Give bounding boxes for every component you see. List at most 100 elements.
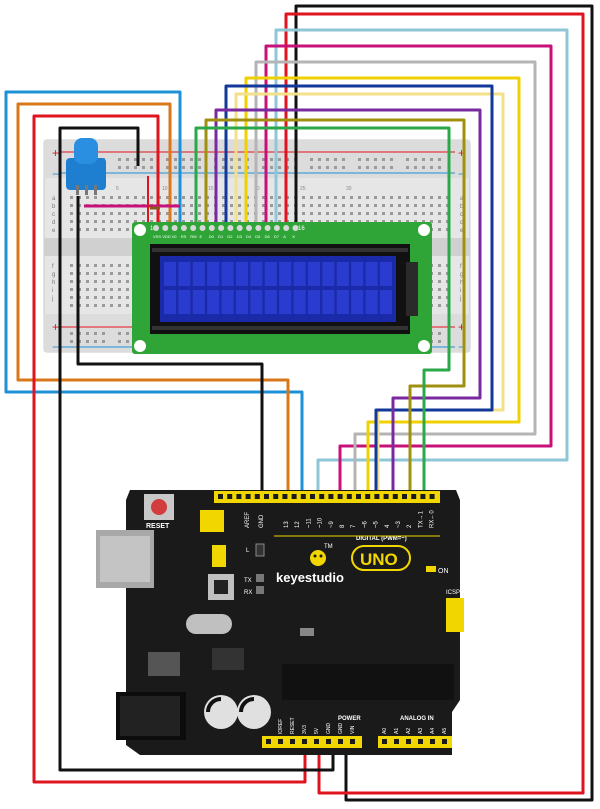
lcd-cell [380, 262, 392, 286]
lcd-pin-label: D4 [246, 234, 252, 239]
digital-pin-label: 8 [340, 524, 346, 528]
header-socket [291, 494, 297, 499]
lcd-pin [264, 225, 271, 231]
power-pin-label: 3V3 [302, 725, 308, 734]
wire-red-left [32, 114, 307, 784]
breadboard-row-label: j [51, 296, 53, 302]
digital-pin-label: 7 [351, 524, 357, 528]
analog-label: ANALOG IN [400, 716, 434, 722]
digital-pin-label: 2 [407, 524, 413, 528]
reset-button[interactable] [144, 494, 174, 520]
rail-plus-label-br: + [458, 320, 465, 334]
breadboard-row-label: a [460, 196, 464, 202]
header-socket [406, 739, 411, 744]
wire-magenta-lcd [264, 44, 553, 496]
microcontroller-chip [282, 664, 454, 700]
header-socket [300, 494, 306, 499]
breadboard-row-label: f [52, 264, 54, 270]
breadboard-row-label: e [460, 228, 464, 234]
breadboard-col-label: 30 [346, 186, 352, 192]
lcd-pin-label: D5 [255, 234, 261, 239]
digital-pin-label: ~6 [362, 520, 368, 528]
lcd-cell [322, 290, 335, 314]
lcd-pin-start-label: 1 [150, 226, 154, 232]
header-socket [218, 494, 223, 499]
rail-plus-label-tr: + [458, 146, 465, 160]
lcd-pin-label: D3 [237, 234, 243, 239]
header-socket [278, 739, 283, 744]
lcd-pin [180, 225, 187, 231]
power-pin-label: RESET [290, 717, 296, 734]
led-rx-label: RX [244, 590, 252, 596]
crystal [186, 614, 232, 634]
header-socket [402, 494, 407, 499]
power-pin-header [262, 736, 362, 748]
lcd-cell [236, 262, 248, 286]
aref-label: AREF [245, 512, 251, 528]
lcd-cell [221, 262, 234, 286]
icsp-label: ICSP [446, 590, 460, 596]
lcd-character-cells [164, 262, 392, 314]
header-socket [392, 494, 398, 499]
header-socket [365, 494, 371, 499]
lcd-pin [246, 225, 252, 231]
lcd-cell [365, 262, 378, 286]
potentiometer[interactable] [66, 138, 106, 195]
uno-tm: TM [324, 544, 333, 550]
breadboard-row-label: h [460, 280, 463, 286]
lcd-mount-hole-br [418, 340, 430, 352]
lcd-cell [178, 290, 191, 314]
lcd-mount-hole-tl [134, 224, 146, 236]
breadboard-row-label: d [460, 220, 463, 226]
header-socket [338, 739, 343, 744]
header-socket [429, 494, 435, 499]
breadboard-row-label: f [460, 264, 462, 270]
header-socket [273, 494, 279, 499]
lcd-pin-label: K [293, 234, 296, 239]
lcd-cell [308, 290, 320, 314]
digital-pin-label: RX←0 [430, 510, 436, 528]
lcd-pin [292, 225, 299, 231]
breadboard-row-label: a [52, 196, 56, 202]
lcd-cell [264, 290, 277, 314]
breadboard-row-label: b [52, 204, 56, 210]
lcd-pin-label: V0 [172, 234, 178, 239]
lcd-pin [199, 225, 206, 231]
digital-pin-label: ~5 [374, 520, 380, 528]
lcd-cell [336, 290, 349, 314]
lcd-pin [162, 225, 169, 231]
lcd-pin [208, 225, 215, 231]
lcd-pin-label: RW [190, 234, 197, 239]
digital-label: DIGITAL (PWM=~) [356, 536, 407, 542]
digital-pin-label: ~3 [396, 520, 402, 528]
header-socket [337, 494, 343, 499]
breadboard-row-label: c [460, 212, 463, 218]
power-pin-label: 5V [314, 727, 320, 734]
wire-green-lcd [194, 126, 451, 496]
lcd-pin-end-label: 16 [298, 226, 305, 232]
header-socket [326, 739, 331, 744]
wire-red-right [284, 12, 585, 795]
lcd-cell [336, 262, 349, 286]
header-socket [254, 494, 260, 499]
header-socket [356, 494, 361, 499]
breadboard-row-label: g [52, 272, 55, 278]
breadboard-col-label: 10 [162, 186, 168, 192]
breadboard-col-label: 5 [116, 186, 119, 192]
header-socket [314, 739, 319, 744]
wire-pot-black [76, 196, 264, 496]
lcd-cell [308, 262, 320, 286]
header-socket [382, 739, 387, 744]
lcd-cell [293, 262, 306, 286]
uno-model: UNO [360, 550, 398, 569]
gnd-label: GND [259, 514, 265, 528]
breadboard-row-label: g [460, 272, 463, 278]
lcd-pin-label: E [200, 234, 203, 239]
breadboard-row-label: c [52, 212, 55, 218]
lcd-pin [273, 225, 280, 231]
uno-model-badge [351, 545, 411, 571]
